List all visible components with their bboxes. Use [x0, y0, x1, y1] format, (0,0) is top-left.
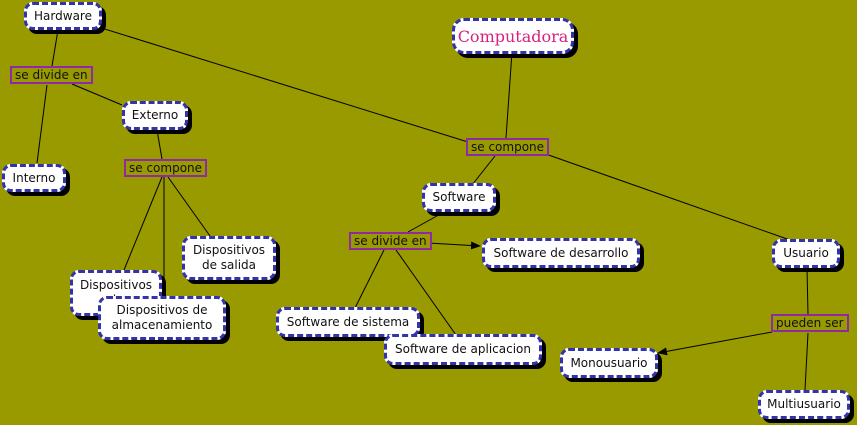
- node-software-sistema[interactable]: Software de sistema: [276, 307, 420, 337]
- connector-sedivide-swdesarrollo: [427, 241, 481, 250]
- connector-sedivide-swaplicacion: [395, 249, 457, 336]
- connector-secompone-dispentrada: [123, 176, 163, 271]
- connector-puedenser-multiusuario: [804, 332, 809, 391]
- link-se-compone-main[interactable]: se compone: [466, 138, 550, 156]
- node-computadora[interactable]: Computadora: [452, 18, 574, 54]
- node-externo[interactable]: Externo: [122, 101, 188, 130]
- connector-sedivide-swsistema: [354, 249, 385, 309]
- connector-sedivide-externo: [71, 83, 123, 106]
- connector-secompone-hardware: [94, 24, 469, 143]
- node-software[interactable]: Software: [422, 183, 496, 212]
- node-usuario[interactable]: Usuario: [772, 239, 840, 268]
- link-se-divide-software[interactable]: se divide en: [349, 232, 432, 250]
- connector-computadora-secompone: [505, 51, 513, 139]
- link-se-compone-externo[interactable]: se compone: [124, 159, 208, 177]
- node-multiusuario[interactable]: Multiusuario: [758, 390, 850, 419]
- link-se-divide-hardware[interactable]: se divide en: [10, 66, 93, 84]
- node-dispositivos-salida[interactable]: Dispositivos de salida: [182, 236, 276, 280]
- connector-secompone-dispsalida: [167, 176, 211, 237]
- node-hardware[interactable]: Hardware: [24, 2, 102, 30]
- connector-externo-secompone: [156, 129, 163, 160]
- connector-secompone-usuario: [539, 151, 791, 241]
- node-monousuario[interactable]: Monousuario: [560, 348, 658, 378]
- connector-puedenser-monousuario: [657, 331, 773, 356]
- node-interno[interactable]: Interno: [2, 164, 66, 192]
- connector-hardware-sedivide: [51, 29, 59, 67]
- link-pueden-ser[interactable]: pueden ser: [771, 314, 849, 332]
- connector-usuario-puedenser: [806, 267, 809, 315]
- node-software-desarrollo[interactable]: Software de desarrollo: [482, 238, 640, 268]
- node-software-aplicacion[interactable]: Software de aplicacion: [384, 334, 542, 365]
- connector-software-sedivide: [407, 211, 445, 233]
- node-dispositivos-almacenamiento[interactable]: Dispositivos de almacenamiento: [98, 296, 226, 340]
- connector-secompone-software: [471, 155, 496, 186]
- connector-sedivide-interno: [36, 84, 48, 164]
